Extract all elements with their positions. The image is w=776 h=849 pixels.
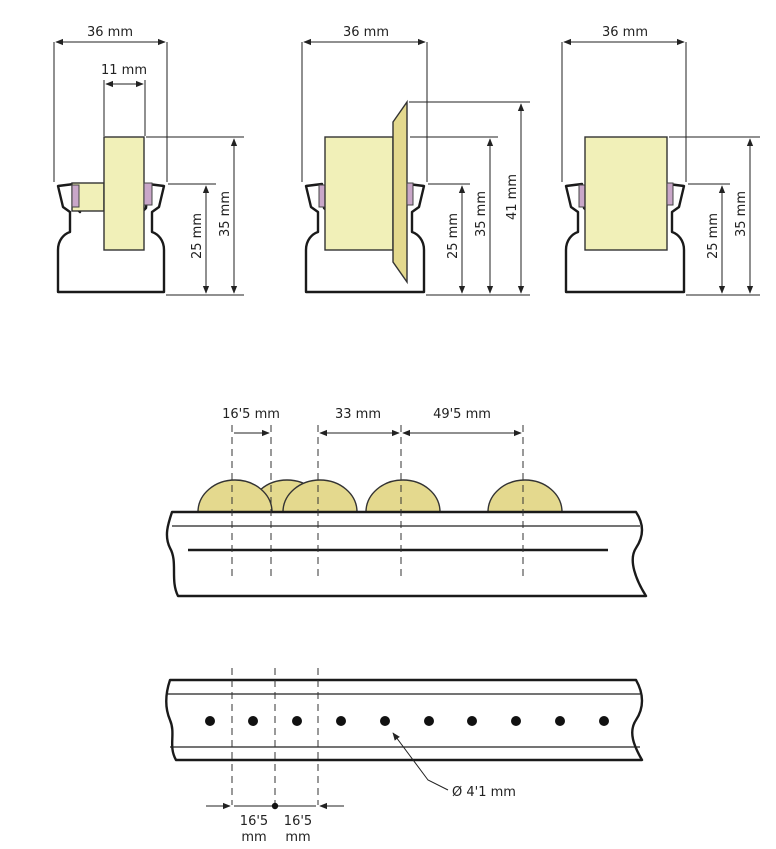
channel-profile bbox=[564, 182, 686, 294]
mounting-hole bbox=[336, 716, 346, 726]
mounting-hole bbox=[555, 716, 565, 726]
axle-end bbox=[71, 184, 80, 208]
view-narrow-roller: 36 mm 11 mm 25 mm 35 mm bbox=[53, 25, 244, 296]
dim-bottom-right-unit: mm bbox=[285, 830, 310, 845]
view-flanged-roller: 36 mm 25 mm 35 mm 41 mm bbox=[301, 25, 530, 296]
roller-flange bbox=[392, 99, 408, 285]
dim-spacing-49-5: 49'5 mm bbox=[433, 407, 491, 422]
roller-dome bbox=[197, 479, 273, 513]
roller-dome bbox=[487, 479, 563, 513]
dim-width: 36 mm bbox=[343, 25, 389, 40]
axle-end bbox=[318, 184, 326, 208]
dim-bottom-left-value: 16'5 bbox=[240, 814, 268, 829]
mounting-hole bbox=[205, 716, 215, 726]
mounting-hole bbox=[511, 716, 521, 726]
axle-end bbox=[406, 182, 414, 206]
channel-profile bbox=[304, 182, 426, 294]
dim-height-25: 25 mm bbox=[706, 213, 721, 259]
dim-height-35: 35 mm bbox=[734, 191, 749, 237]
mounting-hole bbox=[380, 716, 390, 726]
roller-body bbox=[324, 136, 394, 251]
mounting-hole bbox=[292, 716, 302, 726]
mounting-hole bbox=[467, 716, 477, 726]
roller-dome bbox=[282, 479, 358, 513]
roller-body bbox=[584, 136, 668, 251]
axle-end bbox=[578, 184, 586, 208]
dim-height-25: 25 mm bbox=[190, 213, 205, 259]
dim-height-41: 41 mm bbox=[505, 174, 520, 220]
mounting-holes bbox=[205, 716, 609, 726]
dim-bottom-left-unit: mm bbox=[241, 830, 266, 845]
rail-body bbox=[165, 510, 648, 598]
axle-end bbox=[143, 182, 153, 206]
dim-bottom-right-value: 16'5 bbox=[284, 814, 312, 829]
view-wide-roller: 36 mm 25 mm 35 mm bbox=[561, 25, 760, 296]
dim-roller-width: 11 mm bbox=[101, 63, 147, 78]
rail-side-view: 16'5 mm 33 mm 49'5 mm bbox=[165, 407, 648, 598]
mounting-hole bbox=[424, 716, 434, 726]
dim-height-35: 35 mm bbox=[474, 191, 489, 237]
roller-dome bbox=[365, 479, 441, 513]
dim-spacing-16-5: 16'5 mm bbox=[222, 407, 280, 422]
rail-top-body bbox=[165, 678, 644, 762]
dim-height-35: 35 mm bbox=[218, 191, 233, 237]
rail-top-view: Ø 4'1 mm 16'5 mm 16'5 mm bbox=[165, 668, 644, 845]
channel-profile bbox=[56, 182, 166, 294]
mounting-hole bbox=[248, 716, 258, 726]
dim-spacing-33: 33 mm bbox=[335, 407, 381, 422]
dim-width: 36 mm bbox=[87, 25, 133, 40]
mounting-hole bbox=[599, 716, 609, 726]
dim-height-25: 25 mm bbox=[446, 213, 461, 259]
roller-body bbox=[103, 136, 145, 251]
dim-center-point bbox=[271, 802, 279, 810]
axle-end bbox=[666, 182, 674, 206]
dim-width: 36 mm bbox=[602, 25, 648, 40]
dim-hole-diameter: Ø 4'1 mm bbox=[452, 785, 516, 800]
